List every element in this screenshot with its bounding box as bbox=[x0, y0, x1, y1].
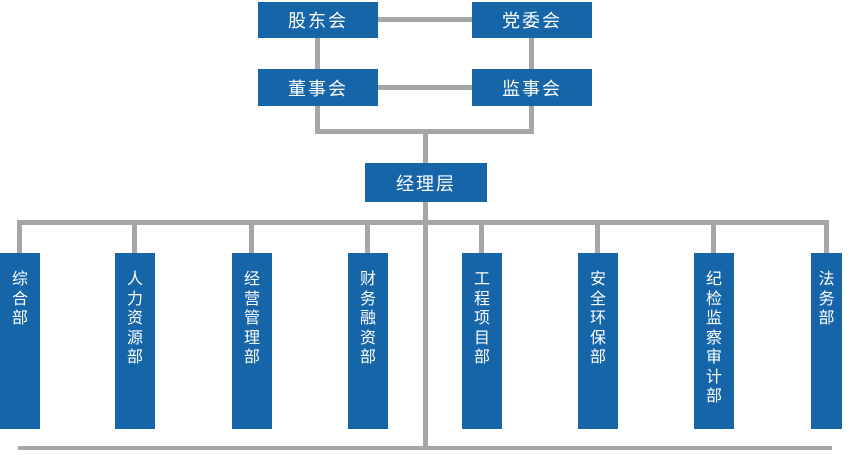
connector-drop-dept-8 bbox=[824, 225, 829, 253]
node-shareholders-meeting: 股东会 bbox=[258, 2, 378, 38]
node-dept-business-management: 经营管理部 bbox=[232, 253, 272, 429]
connector-management-down bbox=[423, 202, 428, 447]
node-dept-general-affairs: 综合部 bbox=[0, 253, 40, 429]
node-dept-discipline-audit: 纪检监察审计部 bbox=[694, 253, 734, 429]
connector-bottom-horizontal bbox=[18, 446, 832, 450]
node-dept-engineering-projects: 工程项目部 bbox=[462, 253, 502, 429]
node-dept-finance-financing: 财务融资部 bbox=[348, 253, 388, 429]
connector-party-to-supervisory bbox=[529, 37, 534, 70]
connector-distribution-horizontal bbox=[17, 220, 829, 225]
connector-drop-dept-5 bbox=[479, 225, 484, 253]
connector-drop-dept-7 bbox=[711, 225, 716, 253]
node-supervisory-board: 监事会 bbox=[472, 69, 592, 106]
connector-directors-down bbox=[315, 106, 320, 134]
node-management-layer: 经理层 bbox=[365, 163, 487, 202]
node-board-of-directors: 董事会 bbox=[258, 69, 378, 106]
connector-shareholders-to-directors bbox=[315, 37, 320, 70]
connector-supervisory-down bbox=[529, 106, 534, 134]
connector-row2-horizontal bbox=[378, 85, 472, 90]
connector-drop-dept-3 bbox=[249, 225, 254, 253]
connector-drop-dept-6 bbox=[595, 225, 600, 253]
node-party-committee: 党委会 bbox=[472, 2, 592, 38]
connector-row1-horizontal bbox=[378, 17, 472, 22]
connector-bracket-horizontal bbox=[315, 129, 534, 134]
connector-drop-dept-4 bbox=[365, 225, 370, 253]
node-dept-legal-affairs: 法务部 bbox=[811, 253, 842, 429]
connector-drop-dept-1 bbox=[17, 225, 22, 253]
node-dept-human-resources: 人力资源部 bbox=[115, 253, 155, 429]
connector-to-management bbox=[423, 134, 428, 163]
connector-drop-dept-2 bbox=[132, 225, 137, 253]
node-dept-safety-environment: 安全环保部 bbox=[578, 253, 618, 429]
